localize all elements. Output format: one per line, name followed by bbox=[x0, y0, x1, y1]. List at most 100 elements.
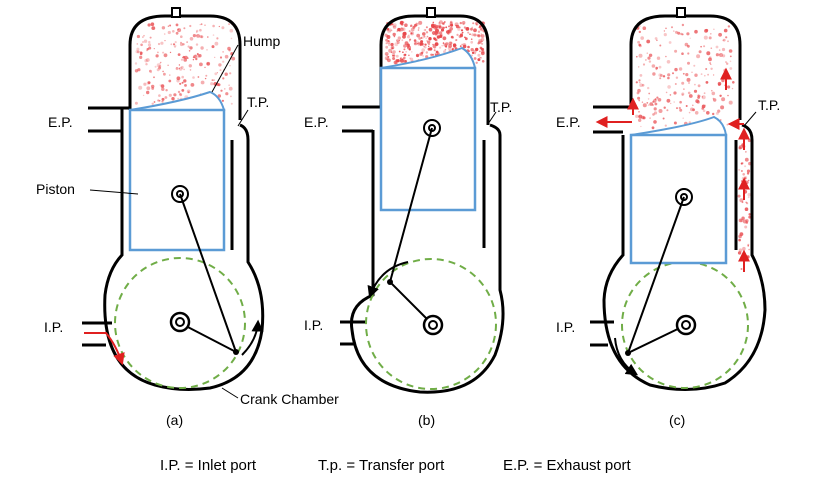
gas-particle bbox=[435, 50, 439, 54]
gas-particle bbox=[214, 56, 216, 59]
gas-particle bbox=[414, 42, 417, 45]
gas-particle bbox=[213, 79, 215, 81]
gas-particle bbox=[158, 94, 161, 97]
gas-particle bbox=[400, 20, 404, 25]
gas-particle bbox=[430, 53, 433, 56]
gas-particle bbox=[697, 96, 700, 99]
gas-particle bbox=[151, 102, 154, 106]
gas-particle bbox=[196, 54, 200, 58]
gas-particle bbox=[711, 89, 713, 92]
gas-particle bbox=[658, 73, 662, 77]
gas-particle bbox=[456, 33, 459, 37]
gas-particle bbox=[412, 25, 416, 29]
gas-particle bbox=[646, 52, 649, 54]
gas-particle bbox=[688, 94, 693, 98]
gas-particle bbox=[386, 57, 389, 61]
gas-particle bbox=[136, 34, 140, 39]
gas-particle bbox=[706, 111, 710, 115]
gas-particle bbox=[388, 48, 393, 53]
gas-particle bbox=[206, 61, 211, 66]
gas-particle bbox=[465, 27, 470, 31]
gas-particle bbox=[659, 74, 663, 77]
gas-particle bbox=[642, 26, 647, 31]
gas-particle bbox=[668, 41, 672, 44]
gas-particle bbox=[385, 42, 388, 45]
tp-label-c: T.P. bbox=[758, 97, 780, 113]
gas-particle bbox=[397, 36, 401, 40]
gas-particle bbox=[687, 52, 690, 55]
gas-particle bbox=[386, 54, 388, 56]
gas-particle bbox=[184, 84, 187, 87]
gas-particle bbox=[398, 50, 401, 53]
gas-particle bbox=[727, 94, 729, 97]
gas-particle bbox=[207, 36, 209, 38]
gas-particle bbox=[155, 54, 159, 58]
gas-particle bbox=[459, 45, 462, 47]
gas-particle bbox=[744, 177, 747, 180]
gas-particle bbox=[449, 22, 453, 26]
gas-particle bbox=[479, 50, 481, 53]
gas-particle bbox=[151, 26, 154, 28]
gas-particle bbox=[387, 55, 390, 58]
gas-particle bbox=[144, 59, 148, 63]
gas-particle bbox=[701, 104, 706, 109]
gas-particle bbox=[731, 87, 734, 90]
gas-particle bbox=[177, 90, 181, 94]
gas-particle bbox=[435, 28, 439, 33]
gas-particle bbox=[432, 21, 435, 24]
gas-particle bbox=[180, 65, 184, 69]
gas-particle bbox=[200, 46, 204, 50]
gas-particle bbox=[174, 46, 176, 48]
gas-particle bbox=[742, 173, 745, 176]
gas-particle bbox=[705, 81, 709, 84]
gas-particle bbox=[667, 85, 671, 89]
gas-particle bbox=[679, 108, 683, 112]
gas-particle bbox=[688, 111, 691, 114]
exhaust-port-b bbox=[342, 105, 381, 133]
gas-particle bbox=[725, 36, 728, 39]
gas-particle bbox=[433, 49, 436, 52]
gas-particle bbox=[183, 79, 187, 83]
gas-particle bbox=[408, 54, 410, 57]
gas-particle bbox=[688, 82, 690, 84]
gas-particle bbox=[686, 32, 690, 36]
gas-particle bbox=[196, 29, 199, 33]
gas-particle bbox=[708, 57, 712, 62]
hump-leader-a bbox=[211, 44, 239, 93]
gas-particle bbox=[692, 108, 695, 112]
gas-particle bbox=[229, 65, 231, 67]
gas-particle bbox=[161, 87, 165, 91]
gas-particle bbox=[150, 71, 152, 74]
gas-particle bbox=[434, 53, 437, 55]
gas-particle bbox=[638, 66, 640, 68]
gas-particle bbox=[161, 100, 163, 103]
gas-particle bbox=[649, 117, 651, 119]
gas-particle bbox=[666, 60, 671, 64]
gas-particle bbox=[462, 21, 466, 25]
gas-particle bbox=[647, 104, 650, 106]
gas-particle bbox=[705, 68, 708, 70]
gas-particle bbox=[729, 55, 732, 58]
gas-particle bbox=[227, 46, 231, 51]
gas-particle bbox=[480, 57, 482, 59]
tp-leader-a bbox=[237, 109, 249, 127]
gas-particle bbox=[214, 72, 218, 76]
gas-particle bbox=[425, 51, 428, 54]
gas-particle bbox=[684, 42, 689, 47]
gas-particle bbox=[681, 52, 684, 55]
gas-particle bbox=[228, 84, 230, 86]
gas-particle bbox=[710, 33, 712, 35]
gas-particle bbox=[417, 42, 419, 45]
crank-circle-c bbox=[621, 261, 749, 389]
crankshaft-inner-b bbox=[428, 320, 438, 330]
gas-particle bbox=[744, 207, 749, 211]
gas-particle bbox=[180, 35, 183, 38]
gas-particle bbox=[674, 67, 678, 72]
gas-particle bbox=[719, 53, 721, 56]
gas-particle bbox=[442, 42, 445, 44]
gas-particle bbox=[673, 101, 675, 103]
gas-particle bbox=[439, 46, 442, 49]
gas-particle bbox=[439, 33, 443, 37]
gas-particle bbox=[687, 91, 691, 95]
gas-particle bbox=[663, 106, 666, 109]
